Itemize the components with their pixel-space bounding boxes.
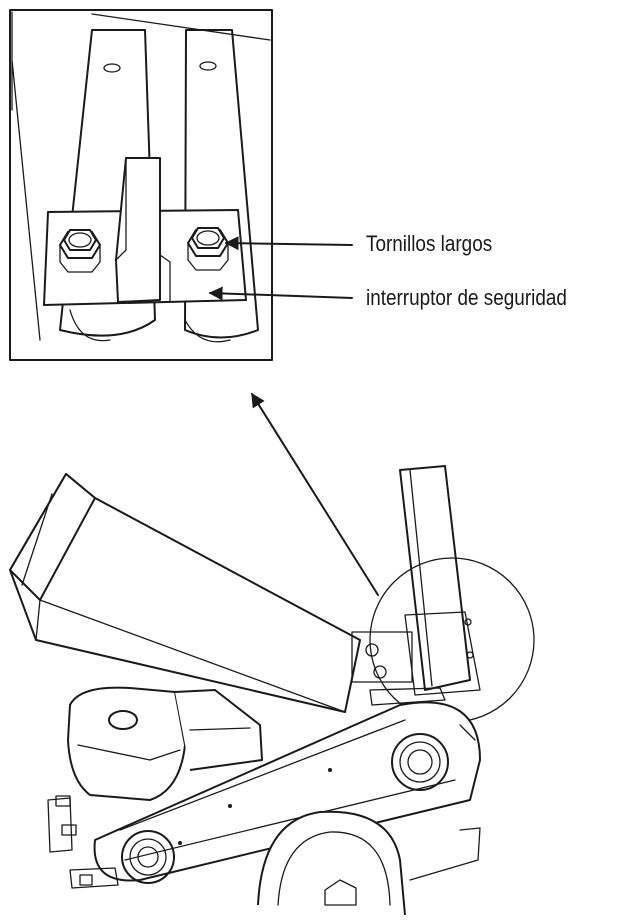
zoom-arrow xyxy=(251,392,379,596)
belt-housing xyxy=(93,701,481,884)
wheel xyxy=(257,810,406,916)
right-rail xyxy=(184,29,259,339)
rear-frame xyxy=(409,827,481,881)
engine xyxy=(67,686,263,801)
plunger-edge xyxy=(115,157,127,261)
left-rail xyxy=(59,29,156,337)
switch-mount xyxy=(351,631,446,706)
bolts-callout-arrow xyxy=(224,236,353,251)
front-bracket xyxy=(47,795,119,889)
right-bolt xyxy=(187,227,229,271)
safety-switch-label: interruptor de seguridad xyxy=(366,285,567,310)
inset-left-edge xyxy=(11,11,41,341)
feed-hopper xyxy=(9,473,361,713)
left-rail-hole xyxy=(103,63,121,73)
left-bolt xyxy=(59,229,101,273)
right-lower-curve xyxy=(184,319,231,343)
long-bolts-label: Tornillos largos xyxy=(366,231,493,256)
switch-callout-arrow xyxy=(208,286,353,301)
right-rail-hole xyxy=(199,61,217,71)
inset-top-edge xyxy=(91,13,271,41)
switch-plunger xyxy=(115,157,161,303)
inset-frame xyxy=(9,9,273,361)
left-lower-curve xyxy=(69,309,111,342)
wood-chipper xyxy=(9,465,535,916)
plunger-side xyxy=(159,254,171,303)
discharge-chute xyxy=(399,465,481,696)
inset-detail-view xyxy=(9,9,273,361)
